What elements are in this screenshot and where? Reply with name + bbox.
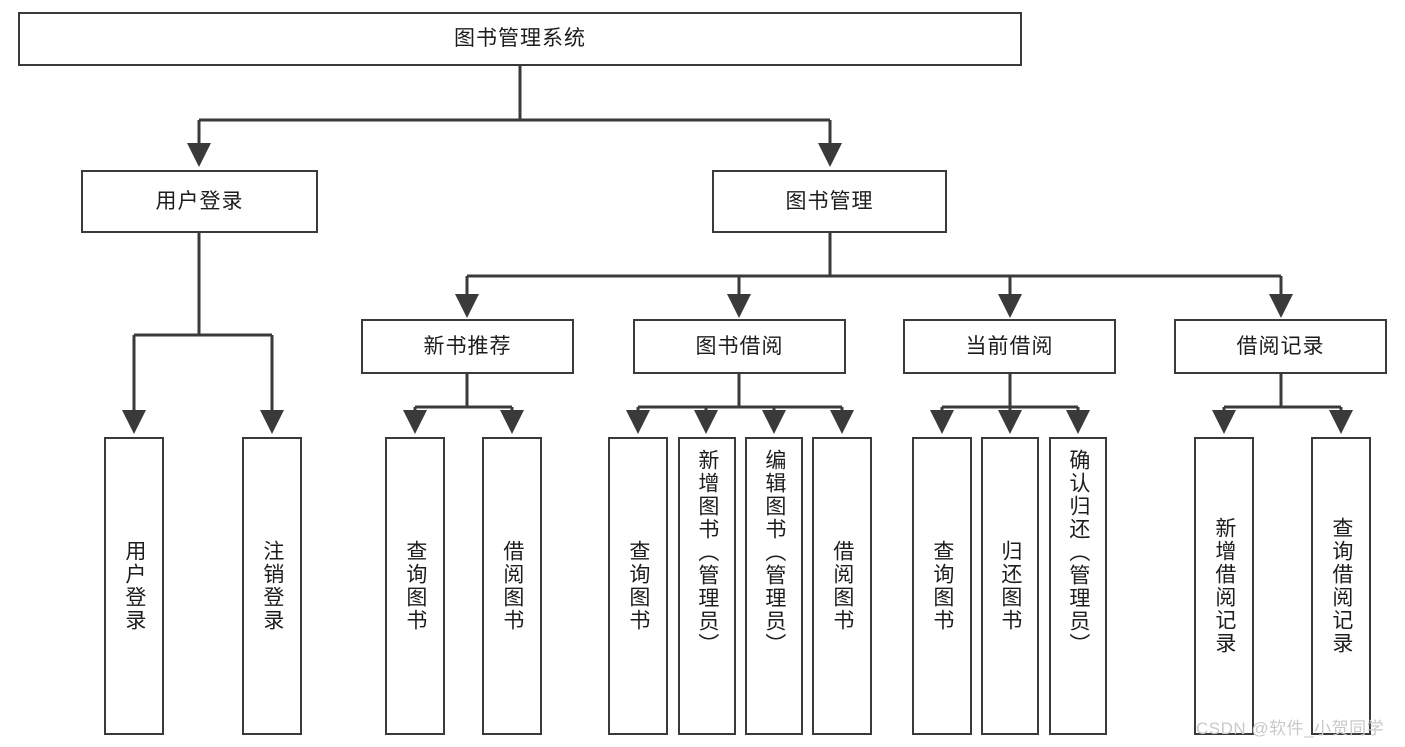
leaf-label: 新增借阅记录: [1212, 517, 1236, 655]
node-user-login[interactable]: 用户登录: [81, 170, 318, 233]
node-new-book-recommendation[interactable]: 新书推荐: [361, 319, 574, 374]
node-label: 借阅记录: [1236, 334, 1325, 358]
leaf-label: 查询图书: [403, 540, 427, 632]
leaf-label: 查询图书: [930, 540, 954, 632]
leaf-add-book-admin[interactable]: 新增图书（管理员）: [678, 437, 736, 735]
leaf-user-login[interactable]: 用户登录: [104, 437, 164, 735]
node-label: 当前借阅: [965, 334, 1054, 358]
leaf-label: 注销登录: [260, 540, 284, 632]
csdn-watermark: CSDN @软件_小贺同学: [1196, 719, 1385, 738]
node-book-borrowing[interactable]: 图书借阅: [633, 319, 846, 374]
leaf-label: 编辑图书（管理员）: [762, 449, 786, 656]
node-label: 用户登录: [155, 189, 244, 213]
leaf-query-books-new-book[interactable]: 查询图书: [385, 437, 445, 735]
node-library-management-system[interactable]: 图书管理系统: [18, 12, 1022, 66]
node-borrowing-records[interactable]: 借阅记录: [1174, 319, 1387, 374]
leaf-logout[interactable]: 注销登录: [242, 437, 302, 735]
leaf-label: 归还图书: [998, 540, 1022, 632]
leaf-query-books-current[interactable]: 查询图书: [912, 437, 972, 735]
leaf-label: 查询借阅记录: [1329, 517, 1353, 655]
leaf-label: 用户登录: [122, 540, 146, 632]
leaf-query-books-borrow[interactable]: 查询图书: [608, 437, 668, 735]
node-label: 图书借阅: [695, 334, 784, 358]
leaf-edit-book-admin[interactable]: 编辑图书（管理员）: [745, 437, 803, 735]
node-current-borrowing[interactable]: 当前借阅: [903, 319, 1116, 374]
leaf-borrow-books-new-book[interactable]: 借阅图书: [482, 437, 542, 735]
leaf-query-borrowing-record[interactable]: 查询借阅记录: [1311, 437, 1371, 735]
leaf-borrow-books[interactable]: 借阅图书: [812, 437, 872, 735]
node-label: 图书管理系统: [454, 27, 586, 51]
leaf-label: 借阅图书: [830, 540, 854, 632]
leaf-label: 新增图书（管理员）: [695, 449, 719, 656]
leaf-return-books[interactable]: 归还图书: [981, 437, 1039, 735]
leaf-label: 确认归还（管理员）: [1066, 449, 1090, 656]
leaf-confirm-return-admin[interactable]: 确认归还（管理员）: [1049, 437, 1107, 735]
leaf-label: 查询图书: [626, 540, 650, 632]
leaf-add-borrowing-record[interactable]: 新增借阅记录: [1194, 437, 1254, 735]
leaf-label: 借阅图书: [500, 540, 524, 632]
node-label: 图书管理: [785, 189, 874, 213]
node-book-management[interactable]: 图书管理: [712, 170, 947, 233]
node-label: 新书推荐: [423, 334, 512, 358]
